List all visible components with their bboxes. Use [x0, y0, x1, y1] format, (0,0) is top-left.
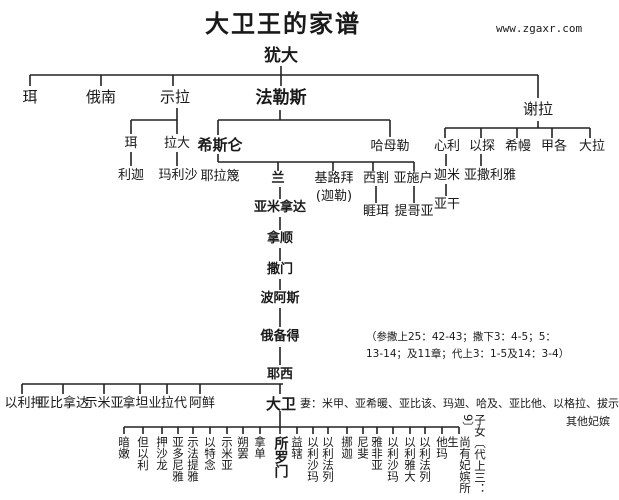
node-er: 珥	[22, 88, 38, 106]
child-tamar: 他玛	[435, 436, 449, 459]
node-hamul: 哈母勒	[370, 139, 410, 154]
node-abinadab: 亚比拿达	[36, 396, 90, 411]
node-carmi: 迦米	[433, 168, 461, 183]
node-shelah-er: 珥	[124, 136, 138, 151]
child-shephatiah: 示法提雅	[186, 436, 200, 482]
node-dara: 大拉	[578, 139, 606, 154]
node-ethan: 以探	[468, 139, 496, 154]
node-raddai: 拉代	[160, 396, 188, 411]
child-daniel: 但以利	[136, 436, 150, 471]
node-jesse: 耶西	[266, 367, 294, 382]
node-achan: 亚干	[433, 197, 461, 212]
child-absalom: 押沙龙	[155, 436, 169, 471]
node-onan: 俄南	[85, 88, 117, 106]
node-boaz: 波阿斯	[260, 291, 300, 306]
node-obed: 俄备得	[260, 329, 300, 344]
node-amminadab: 亚米拿达	[253, 200, 307, 215]
node-tekoa: 提哥亚	[394, 204, 434, 219]
node-laadah: 拉大	[163, 136, 191, 151]
child-japhia: 雅非亚	[370, 436, 384, 471]
node-calcol: 甲各	[540, 139, 568, 154]
node-shimea: 示米亚	[84, 396, 124, 411]
node-perez: 法勒斯	[255, 88, 307, 108]
child-adonijah: 亚多尼雅	[171, 436, 185, 482]
node-mareshah: 玛利沙	[158, 168, 198, 183]
child-eliphelet-2: 以利法列	[418, 436, 432, 482]
watermark-url: www.zgaxr.com	[496, 22, 583, 35]
child-eliphelet: 以利法列	[321, 436, 335, 482]
child-others-by-concubines: 尚有妃嫔所生	[446, 436, 472, 494]
child-elishama-2: 以利沙玛	[386, 436, 400, 482]
node-ozem: 阿鲜	[188, 396, 216, 411]
children-reference-note: 子女〔代上三：9〕	[461, 414, 487, 495]
node-judah: 犹大	[264, 46, 298, 66]
wives-list: 妻：米甲、亚希暖、亚比该、玛迦、哈及、亚比他、以格拉、拔示巴	[300, 397, 619, 410]
page-title: 大卫王的家谱	[205, 10, 361, 38]
node-lecah: 利迦	[117, 168, 145, 183]
child-nogah: 挪迦	[340, 436, 354, 459]
reference-note-line2: 13-14；及11章；代上3：1-5及14：3-4）	[366, 348, 570, 360]
node-david: 大卫	[265, 395, 297, 413]
child-elishama: 以利沙玛	[306, 436, 320, 482]
node-shelah: 示拉	[159, 88, 191, 106]
child-nepheg: 尼斐	[356, 436, 370, 459]
child-nathan: 拿单	[253, 436, 267, 459]
node-ashhur: 亚施户	[393, 171, 433, 186]
node-caleb-alias: (迦勒)	[315, 189, 353, 204]
node-nahshon: 拿顺	[266, 231, 294, 246]
node-segub: 西割	[362, 171, 390, 186]
reference-note-line1: （参撒上25：42-43；撒下3：4-5；5：	[366, 331, 556, 343]
child-solomon: 所罗门	[272, 436, 289, 478]
child-ithream: 以特念	[203, 436, 217, 471]
node-chelubai: 基路拜	[314, 171, 354, 186]
node-zimri: 心利	[433, 139, 461, 154]
child-shimea: 示米亚	[220, 436, 234, 471]
node-zerah: 谢拉	[522, 100, 554, 118]
node-heman: 希幔	[504, 139, 532, 154]
child-eliada: 以利雅大	[403, 436, 417, 482]
node-nethanel: 拿坦业	[122, 396, 162, 411]
other-concubines-label: 其他妃嫔	[566, 415, 610, 428]
node-azariah: 亚撒利雅	[463, 168, 517, 183]
child-ibhar: 益辖	[290, 436, 304, 459]
node-eliab: 以利押	[4, 396, 44, 411]
child-amnon: 暗嫩	[117, 436, 131, 459]
node-salmon: 撒门	[266, 262, 294, 277]
node-ram: 兰	[271, 171, 285, 186]
node-hezron: 希斯仑	[197, 136, 243, 154]
node-jair: 睚珥	[362, 204, 390, 219]
child-shobab: 朔罢	[236, 436, 250, 459]
node-jerahmeel: 耶拉篾	[200, 169, 240, 184]
